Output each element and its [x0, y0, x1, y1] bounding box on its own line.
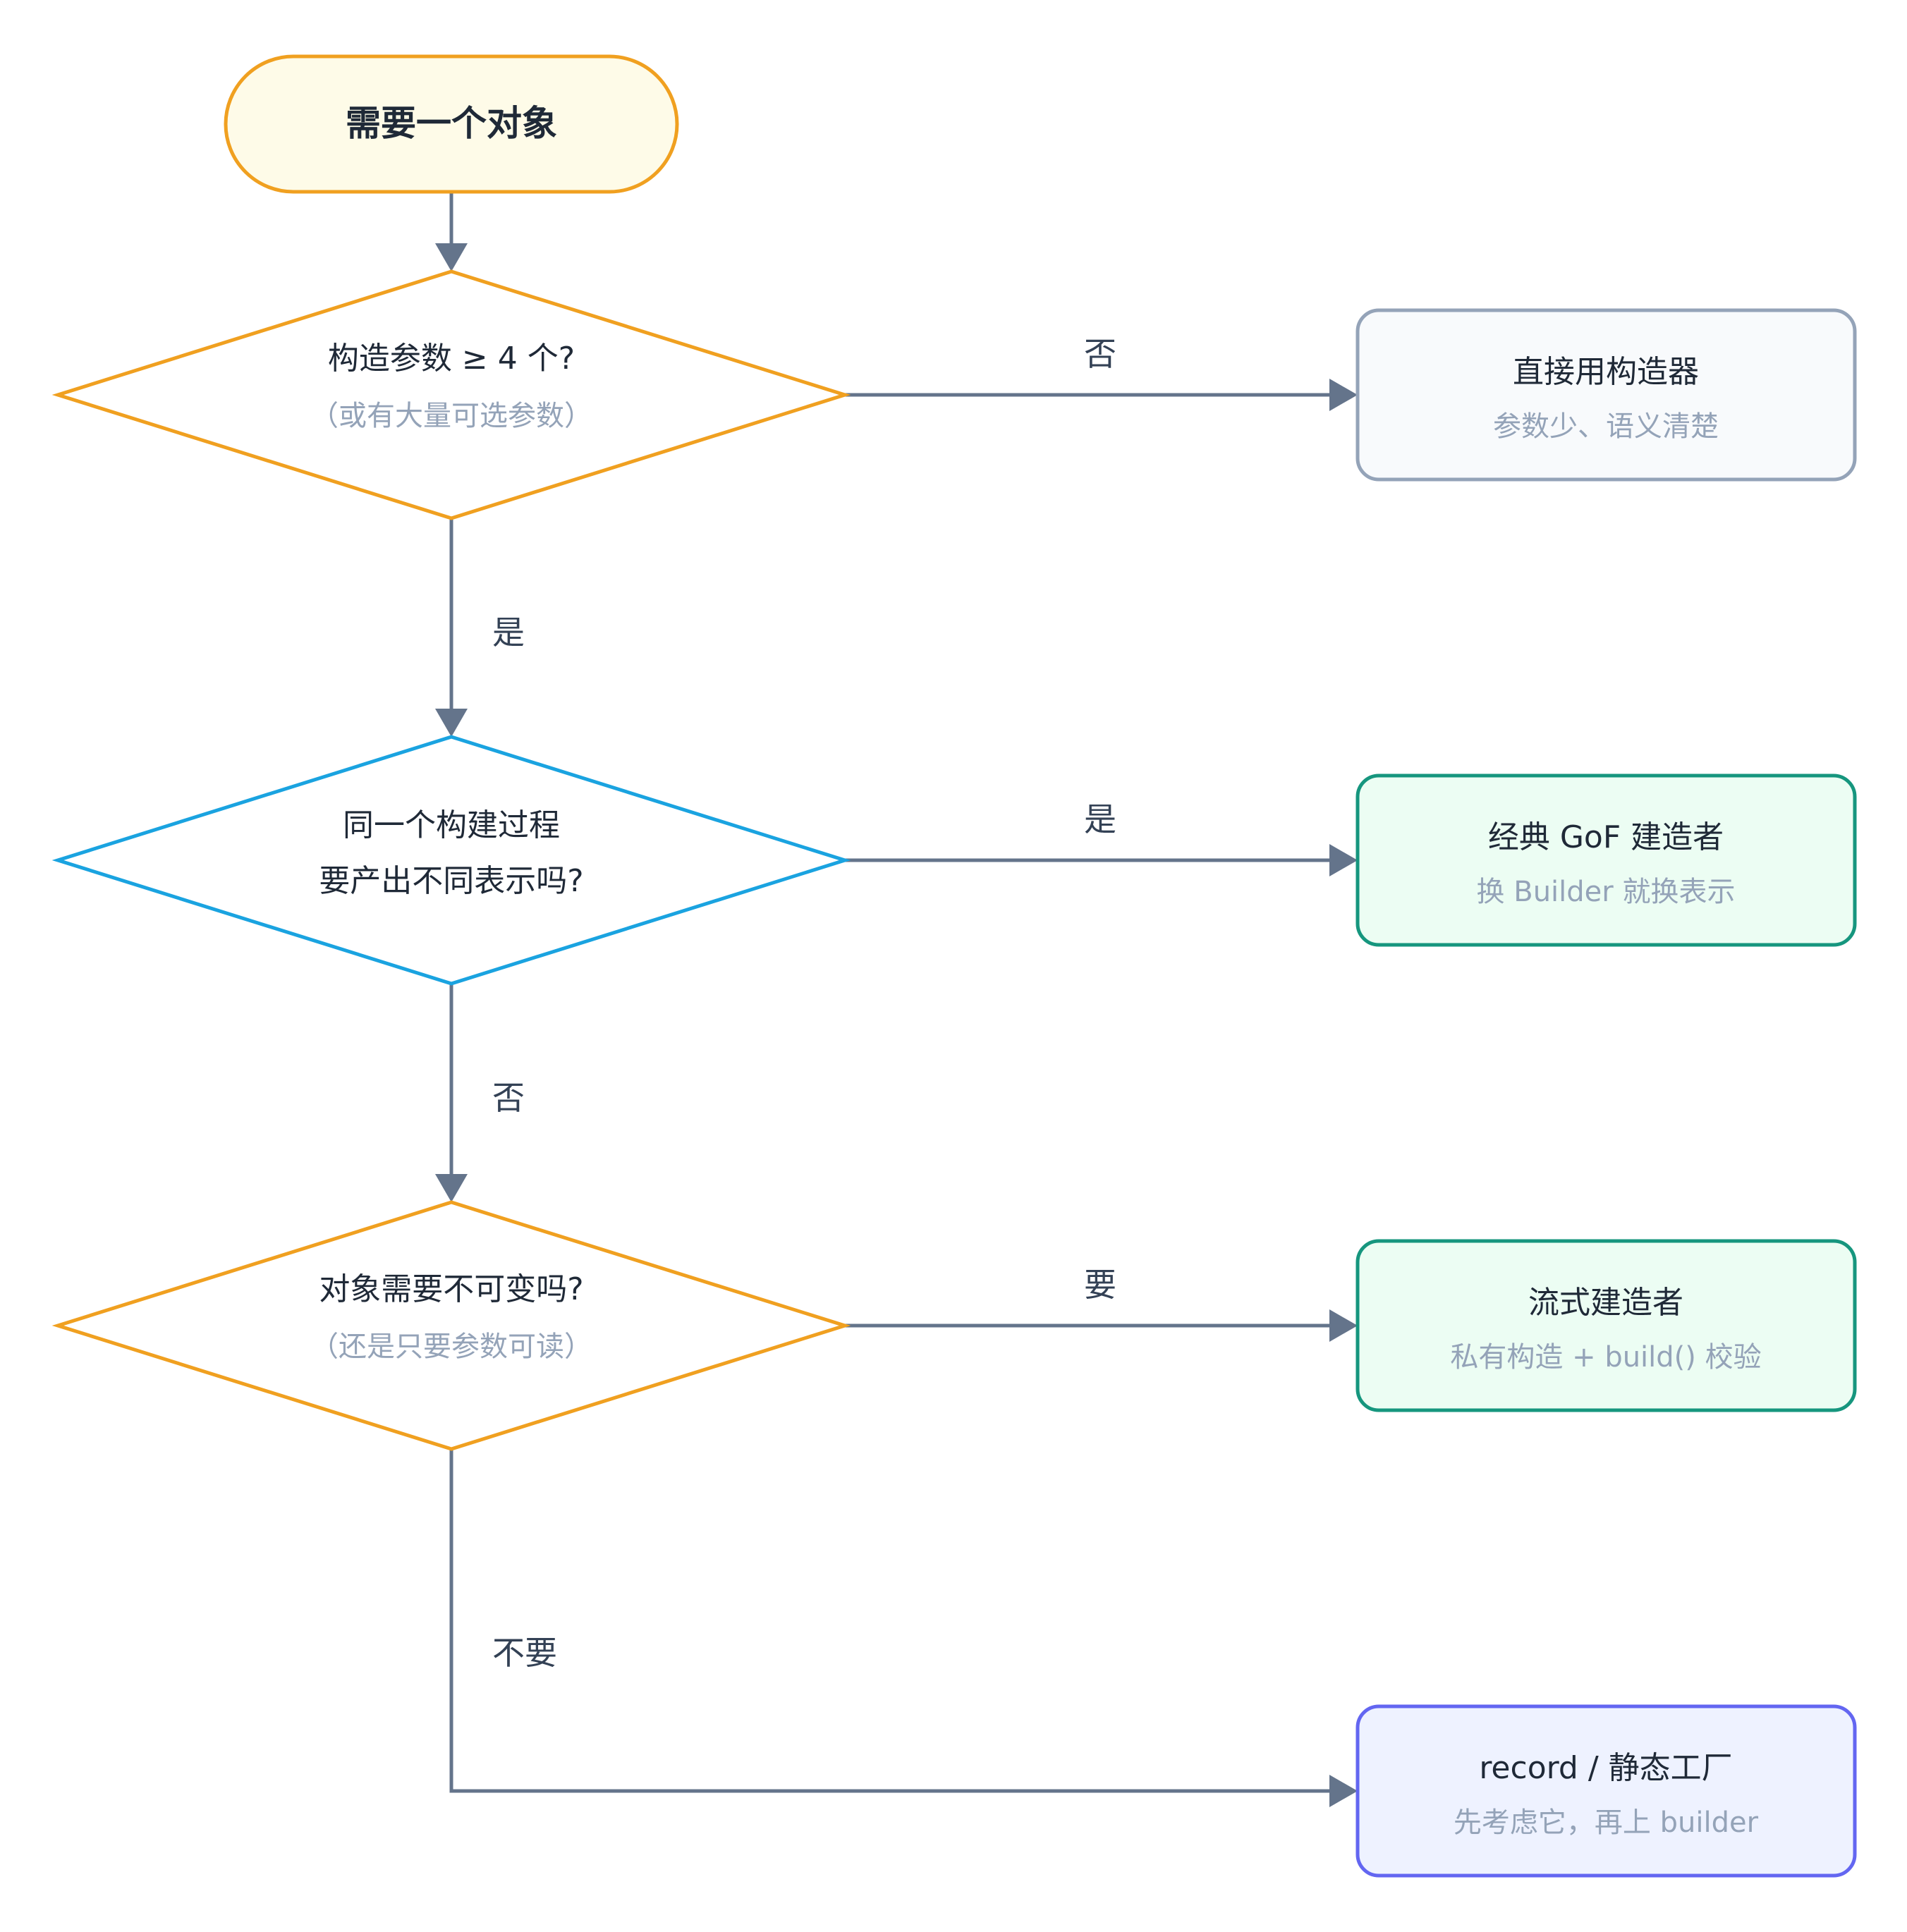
edge-label-d2-yes: 是	[1084, 800, 1116, 838]
decision-2-question-line2: 要产出不同表示吗?	[319, 863, 583, 899]
outcome-1-title: 直接用构造器	[1513, 354, 1699, 390]
start-label: 需要一个对象	[346, 103, 557, 144]
edge-label-d2-no: 否	[492, 1079, 525, 1117]
outcome-1-subtitle: 参数少、语义清楚	[1493, 410, 1719, 443]
outcome-2-subtitle: 换 Builder 就换表示	[1477, 876, 1736, 908]
start-node: 需要一个对象	[224, 54, 679, 194]
outcome-record-static-factory: record / 静态工厂 先考虑它，再上 builder	[1355, 1704, 1857, 1878]
arrowhead-d3-no	[1329, 1775, 1358, 1807]
decision-3-note: （还是只要参数可读）	[310, 1331, 592, 1363]
outcome-4-subtitle: 先考虑它，再上 builder	[1454, 1806, 1759, 1839]
decision-2-question-line1: 同一个构建过程	[343, 807, 560, 843]
arrowhead-d3-yes	[1329, 1309, 1358, 1342]
arrowhead-d1-no	[1329, 379, 1358, 411]
edge-label-d3-no: 不要	[492, 1634, 557, 1672]
decision-1-question: 构造参数 ≥ 4 个?	[328, 341, 575, 377]
edge-label-d3-yes: 要	[1084, 1266, 1116, 1304]
decision-multiple-representations: 同一个构建过程 要产出不同表示吗?	[51, 735, 851, 986]
outcome-2-title: 经典 GoF 建造者	[1488, 819, 1724, 855]
decision-immutability: 对象需要不可变吗? （还是只要参数可读）	[51, 1200, 851, 1451]
edge-label-d1-yes: 是	[492, 613, 525, 652]
outcome-gof-builder: 经典 GoF 建造者 换 Builder 就换表示	[1355, 774, 1857, 947]
arrowhead-d2-yes	[1329, 844, 1358, 876]
outcome-3-title: 流式建造者	[1528, 1285, 1683, 1321]
outcome-3-subtitle: 私有构造 + build() 校验	[1450, 1341, 1761, 1374]
outcome-4-title: record / 静态工厂	[1479, 1750, 1732, 1786]
decision-3-question: 对象需要不可变吗?	[319, 1271, 583, 1307]
decision-param-count: 构造参数 ≥ 4 个? （或有大量可选参数）	[51, 269, 851, 520]
arrowhead-start-to-d1	[435, 243, 468, 271]
edge-label-d1-no: 否	[1084, 335, 1116, 373]
outcome-fluent-builder: 流式建造者 私有构造 + build() 校验	[1355, 1239, 1857, 1412]
edge-d3-no	[449, 1449, 1329, 1793]
arrowhead-d2-no	[435, 1174, 468, 1202]
outcome-plain-constructor: 直接用构造器 参数少、语义清楚	[1355, 308, 1857, 482]
arrowhead-d1-yes	[435, 709, 468, 737]
decision-1-note: （或有大量可选参数）	[310, 400, 592, 432]
